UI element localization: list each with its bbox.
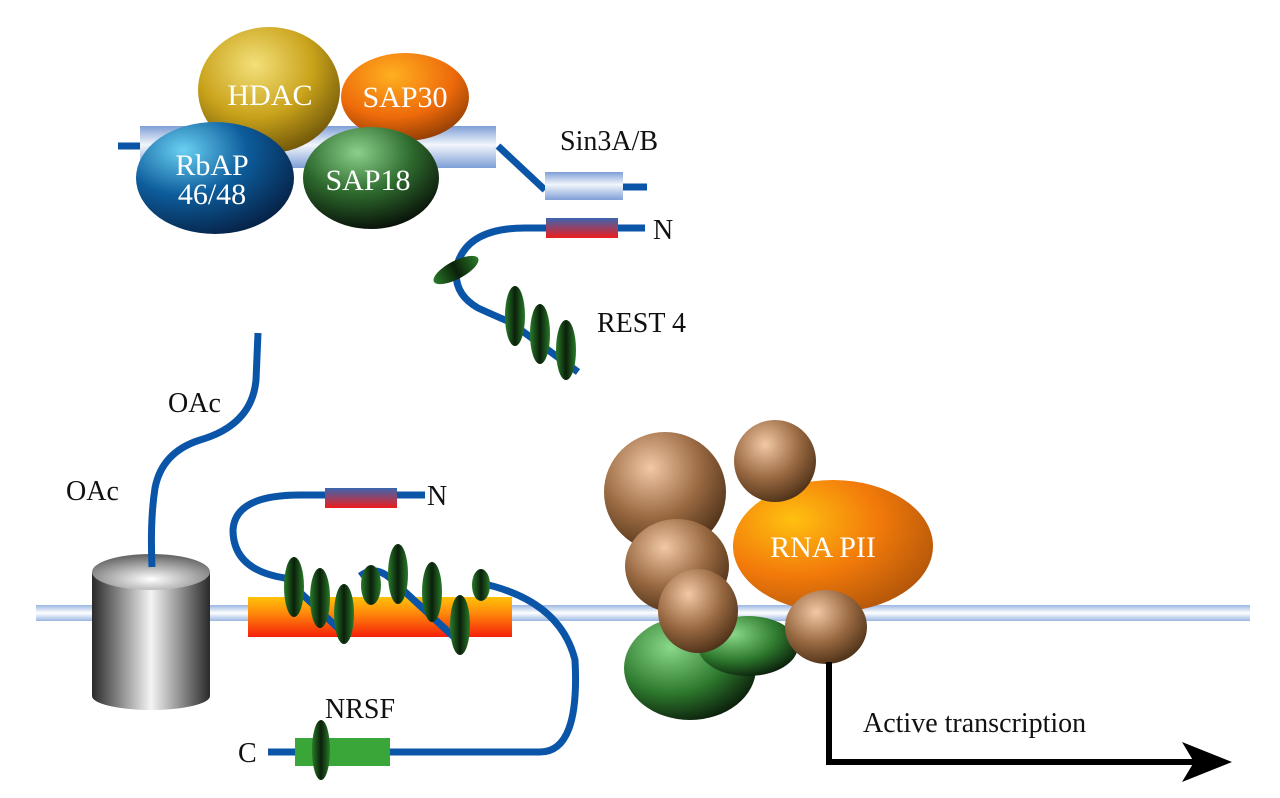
nrsf-backbone-n xyxy=(229,491,425,633)
rbap-protein xyxy=(136,122,294,234)
transcription-arrow-line xyxy=(826,662,1195,765)
rbap-label-line1: RbAP xyxy=(175,149,248,182)
nrsf-zinc-finger xyxy=(422,562,442,622)
rest4-zinc-finger xyxy=(556,320,576,380)
hdac-protein xyxy=(198,27,340,153)
rna-polymerase-label: RNA PII xyxy=(770,531,876,564)
histone-tail xyxy=(147,332,262,568)
nucleosome-body xyxy=(92,572,210,710)
rest4-zinc-finger xyxy=(530,304,550,364)
nucleosome: OAc OAc xyxy=(66,332,262,710)
hdac-label: HDAC xyxy=(227,79,312,112)
sap18-protein xyxy=(303,127,439,229)
corepressor-complex: HDAC SAP30 SAP18 RbAP 46/48 Sin3A/B xyxy=(118,27,658,234)
sap30-protein xyxy=(341,53,469,141)
nrsf-zinc-finger xyxy=(361,565,381,605)
nrsf-c-zinc-finger xyxy=(312,720,330,780)
nrsf-zinc-finger xyxy=(450,595,470,655)
rbap-label-line2: 46/48 xyxy=(178,178,246,211)
nrsf-protein: N NRSF C xyxy=(229,481,580,780)
general-factor xyxy=(658,569,738,653)
acetyl-label-upper: OAc xyxy=(168,388,221,419)
transcription-label: Active transcription xyxy=(863,708,1086,739)
nrsf-repressor-domain xyxy=(325,488,397,508)
rest4-repressor-domain xyxy=(546,218,618,238)
general-factor xyxy=(734,420,816,502)
rest4-protein: N REST 4 xyxy=(433,215,686,380)
sin3-linker xyxy=(495,143,548,193)
rest4-backbone xyxy=(452,224,645,375)
nrsf-n-terminus-label: N xyxy=(427,481,447,512)
rest4-label: REST 4 xyxy=(597,308,686,339)
nrsf-zinc-finger xyxy=(388,544,408,604)
general-factor xyxy=(785,590,867,664)
rest4-zinc-finger xyxy=(505,286,525,346)
general-factor xyxy=(604,432,726,552)
dna-strand xyxy=(36,605,1250,621)
nrsf-c-terminus-label: C xyxy=(238,738,257,769)
rest4-n-terminus-label: N xyxy=(653,215,673,246)
acetyl-label-lower: OAc xyxy=(66,476,119,507)
nucleosome-top xyxy=(92,554,210,590)
transcription-arrow: Active transcription xyxy=(826,662,1232,782)
nrsf-zinc-finger xyxy=(310,568,330,628)
arrow-head-icon xyxy=(1182,742,1232,782)
nrsf-zinc-finger xyxy=(472,569,490,601)
nrsf-zinc-finger xyxy=(284,557,304,617)
rna-polymerase-ii xyxy=(733,480,933,612)
sap18-label: SAP18 xyxy=(325,164,410,197)
nrsf-backbone-c xyxy=(268,579,580,756)
nrsf-label: NRSF xyxy=(325,694,395,725)
nrsf-c-terminal-domain xyxy=(295,738,390,766)
sap30-label: SAP30 xyxy=(362,81,447,114)
sin3-label: Sin3A/B xyxy=(560,126,658,157)
sin3-pah-domain xyxy=(545,172,623,200)
rna-polymerase-complex: RNA PII xyxy=(604,420,933,720)
rest4-zinc-finger xyxy=(433,255,479,285)
nrsf-zinc-finger xyxy=(334,584,354,644)
